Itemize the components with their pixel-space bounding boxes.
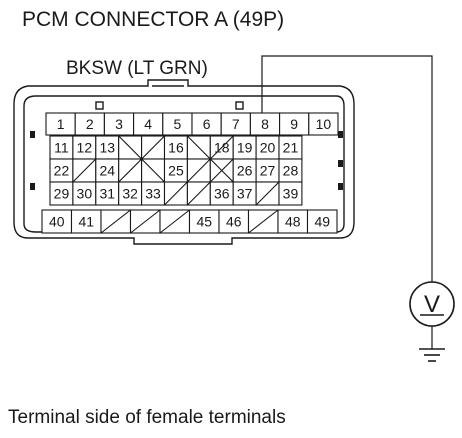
terminal-number: 8 xyxy=(261,116,269,132)
terminal-12: 12 xyxy=(72,135,97,160)
terminal-5: 5 xyxy=(162,112,193,136)
blank-slash xyxy=(187,181,211,206)
terminal-grid: 1234567891011121316181920212224252627282… xyxy=(41,112,339,234)
terminal-number: 4 xyxy=(144,116,152,132)
terminal-number: 33 xyxy=(145,186,161,202)
terminal-number: 16 xyxy=(168,140,184,156)
terminal-number: 29 xyxy=(54,186,70,202)
footer-caption: Terminal side of female terminals xyxy=(8,407,286,428)
terminal-31: 31 xyxy=(95,181,120,206)
terminal-number: 32 xyxy=(122,186,138,202)
terminal-number: 3 xyxy=(115,116,123,132)
terminal-number: 30 xyxy=(77,186,93,202)
wire-label: BKSW (LT GRN) xyxy=(66,58,208,79)
blank-slash xyxy=(100,209,131,234)
terminal-number: 26 xyxy=(237,163,253,179)
terminal-number: 9 xyxy=(290,116,298,132)
terminal-49: 49 xyxy=(306,209,338,234)
terminal-number: 22 xyxy=(54,163,70,179)
terminal-4: 4 xyxy=(133,112,164,136)
terminal-36: 36 xyxy=(209,181,234,206)
blank-slash xyxy=(209,158,234,183)
terminal-number: 27 xyxy=(260,163,276,179)
terminal-number: 7 xyxy=(232,116,240,132)
terminal-number: 37 xyxy=(237,186,253,202)
terminal-number: 48 xyxy=(285,214,301,230)
terminal-40: 40 xyxy=(41,209,73,234)
terminal-33: 33 xyxy=(141,181,166,206)
terminal-number: 13 xyxy=(99,140,115,156)
terminal-number: 46 xyxy=(226,214,242,230)
terminal-32: 32 xyxy=(118,181,143,206)
terminal-number: 5 xyxy=(174,116,182,132)
terminal-20: 20 xyxy=(255,135,280,160)
terminal-2: 2 xyxy=(74,112,105,136)
terminal-45: 45 xyxy=(188,209,220,234)
terminal-27: 27 xyxy=(255,158,280,183)
terminal-6: 6 xyxy=(191,112,222,136)
terminal-24: 24 xyxy=(95,158,120,183)
terminal-number: 19 xyxy=(237,140,253,156)
terminal-7: 7 xyxy=(220,112,251,136)
housing-latch-marks xyxy=(30,131,343,190)
terminal-number: 49 xyxy=(314,214,330,230)
terminal-number: 39 xyxy=(283,186,299,202)
terminal-25: 25 xyxy=(163,158,188,183)
terminal-10: 10 xyxy=(308,112,339,136)
terminal-22: 22 xyxy=(49,158,74,183)
terminal-number: 24 xyxy=(99,163,115,179)
terminal-30: 30 xyxy=(72,181,97,206)
terminal-number: 40 xyxy=(49,214,65,230)
blank-slash xyxy=(130,209,161,234)
blank-slash xyxy=(159,209,190,234)
blank-slash xyxy=(164,181,188,206)
voltmeter-icon: V xyxy=(409,281,455,327)
blank-slash xyxy=(72,158,97,183)
terminal-26: 26 xyxy=(232,158,257,183)
terminal-number: 31 xyxy=(99,186,115,202)
terminal-number: 25 xyxy=(168,163,184,179)
terminal-46: 46 xyxy=(218,209,250,234)
terminal-28: 28 xyxy=(278,158,303,183)
terminal-number: 11 xyxy=(54,140,69,156)
terminal-number: 6 xyxy=(203,116,211,132)
terminal-number: 28 xyxy=(283,163,299,179)
terminal-9: 9 xyxy=(279,112,310,136)
terminal-37: 37 xyxy=(232,181,257,206)
terminal-number: 2 xyxy=(86,116,94,132)
blank-cross xyxy=(187,135,234,183)
terminal-48: 48 xyxy=(277,209,309,234)
blank-slash xyxy=(248,209,279,234)
terminal-1: 1 xyxy=(45,112,76,136)
terminal-number: 21 xyxy=(283,140,299,156)
terminal-16: 16 xyxy=(163,135,188,160)
terminal-8: 8 xyxy=(249,112,281,136)
terminal-number: 45 xyxy=(196,214,212,230)
blank-slash xyxy=(255,181,280,206)
terminal-19: 19 xyxy=(232,135,257,160)
terminal-number: 10 xyxy=(316,116,332,132)
terminal-number: 41 xyxy=(78,214,94,230)
terminal-number: 12 xyxy=(77,140,93,156)
terminal-13: 13 xyxy=(95,135,120,160)
terminal-21: 21 xyxy=(278,135,303,160)
probe-wire xyxy=(261,55,433,349)
terminal-11: 11 xyxy=(49,135,74,160)
terminal-29: 29 xyxy=(49,181,74,206)
terminal-number: 36 xyxy=(214,186,230,202)
voltmeter-symbol: V xyxy=(424,291,440,318)
terminal-3: 3 xyxy=(103,112,135,136)
ground-icon xyxy=(419,348,445,362)
terminal-number: 20 xyxy=(260,140,276,156)
blank-cross xyxy=(118,135,165,183)
terminal-41: 41 xyxy=(70,209,102,234)
connector-title: PCM CONNECTOR A (49P) xyxy=(22,8,284,31)
terminal-39: 39 xyxy=(278,181,303,206)
terminal-number: 1 xyxy=(57,116,65,132)
